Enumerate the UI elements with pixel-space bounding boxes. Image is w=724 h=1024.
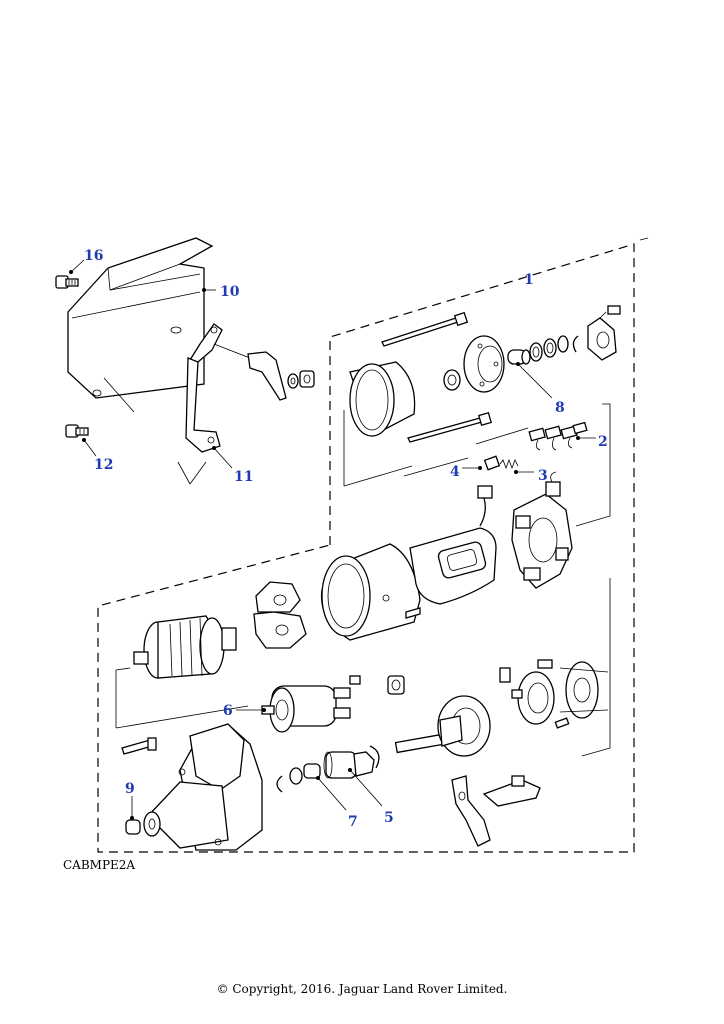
pinion-drive [323, 745, 380, 779]
callout-16: 16 [84, 248, 103, 264]
brush-set [475, 421, 588, 451]
callout-3: 3 [538, 468, 548, 484]
callout-7: 7 [348, 814, 358, 830]
bolt-left [121, 737, 157, 755]
callout-10: 10 [220, 284, 240, 300]
copyright-notice: © Copyright, 2016. Jaguar Land Rover Lim… [216, 982, 508, 996]
cap-plate [587, 305, 621, 361]
callout-5: 5 [384, 810, 394, 826]
brush-plate [511, 471, 573, 589]
field-housing-ring [343, 361, 416, 487]
lever-pivot [482, 775, 541, 807]
brush-lead [477, 485, 493, 527]
bush-9 [125, 819, 141, 835]
yoke [320, 543, 421, 641]
stop-ring-set [276, 763, 321, 793]
nut [387, 675, 405, 695]
bracket-clip [213, 343, 315, 401]
callout-leaders [69, 259, 596, 820]
armature [115, 615, 249, 729]
diagram-reference-code: CABMPE2A [63, 858, 136, 872]
boundary-tick [639, 237, 649, 241]
callout-11: 11 [234, 469, 253, 485]
bolt-16 [55, 275, 79, 289]
group-bracket-right [575, 403, 611, 527]
bush-8 [507, 349, 531, 365]
through-bolt-lower [407, 412, 492, 443]
bearing-small [443, 369, 461, 391]
callout-12: 12 [94, 457, 113, 473]
end-cover [463, 335, 505, 393]
support-strap [177, 323, 223, 485]
callout-2: 2 [598, 434, 608, 450]
assembly-boundary [97, 243, 635, 853]
callout-4: 4 [450, 464, 460, 480]
washer-set [529, 335, 579, 362]
pole-shoes [253, 581, 307, 649]
field-coil-frame [409, 527, 497, 605]
drive-end-housing [143, 723, 263, 851]
group-bracket-lower [581, 578, 611, 757]
callout-1: 1 [524, 272, 534, 288]
bolt-12 [65, 424, 89, 438]
callout-9: 9 [125, 781, 135, 797]
brush-holder-spring [483, 455, 519, 471]
ring-gear [499, 659, 570, 729]
solenoid [261, 675, 361, 733]
shift-lever [451, 775, 491, 847]
callout-6: 6 [223, 703, 233, 719]
end-plate [559, 661, 609, 719]
through-bolt-upper [381, 311, 469, 347]
heat-shield-bracket [67, 237, 214, 413]
output-shaft [394, 695, 491, 757]
callout-8: 8 [555, 400, 565, 416]
callouts: 1 2 3 4 5 6 7 8 9 10 11 12 16 [84, 248, 608, 830]
